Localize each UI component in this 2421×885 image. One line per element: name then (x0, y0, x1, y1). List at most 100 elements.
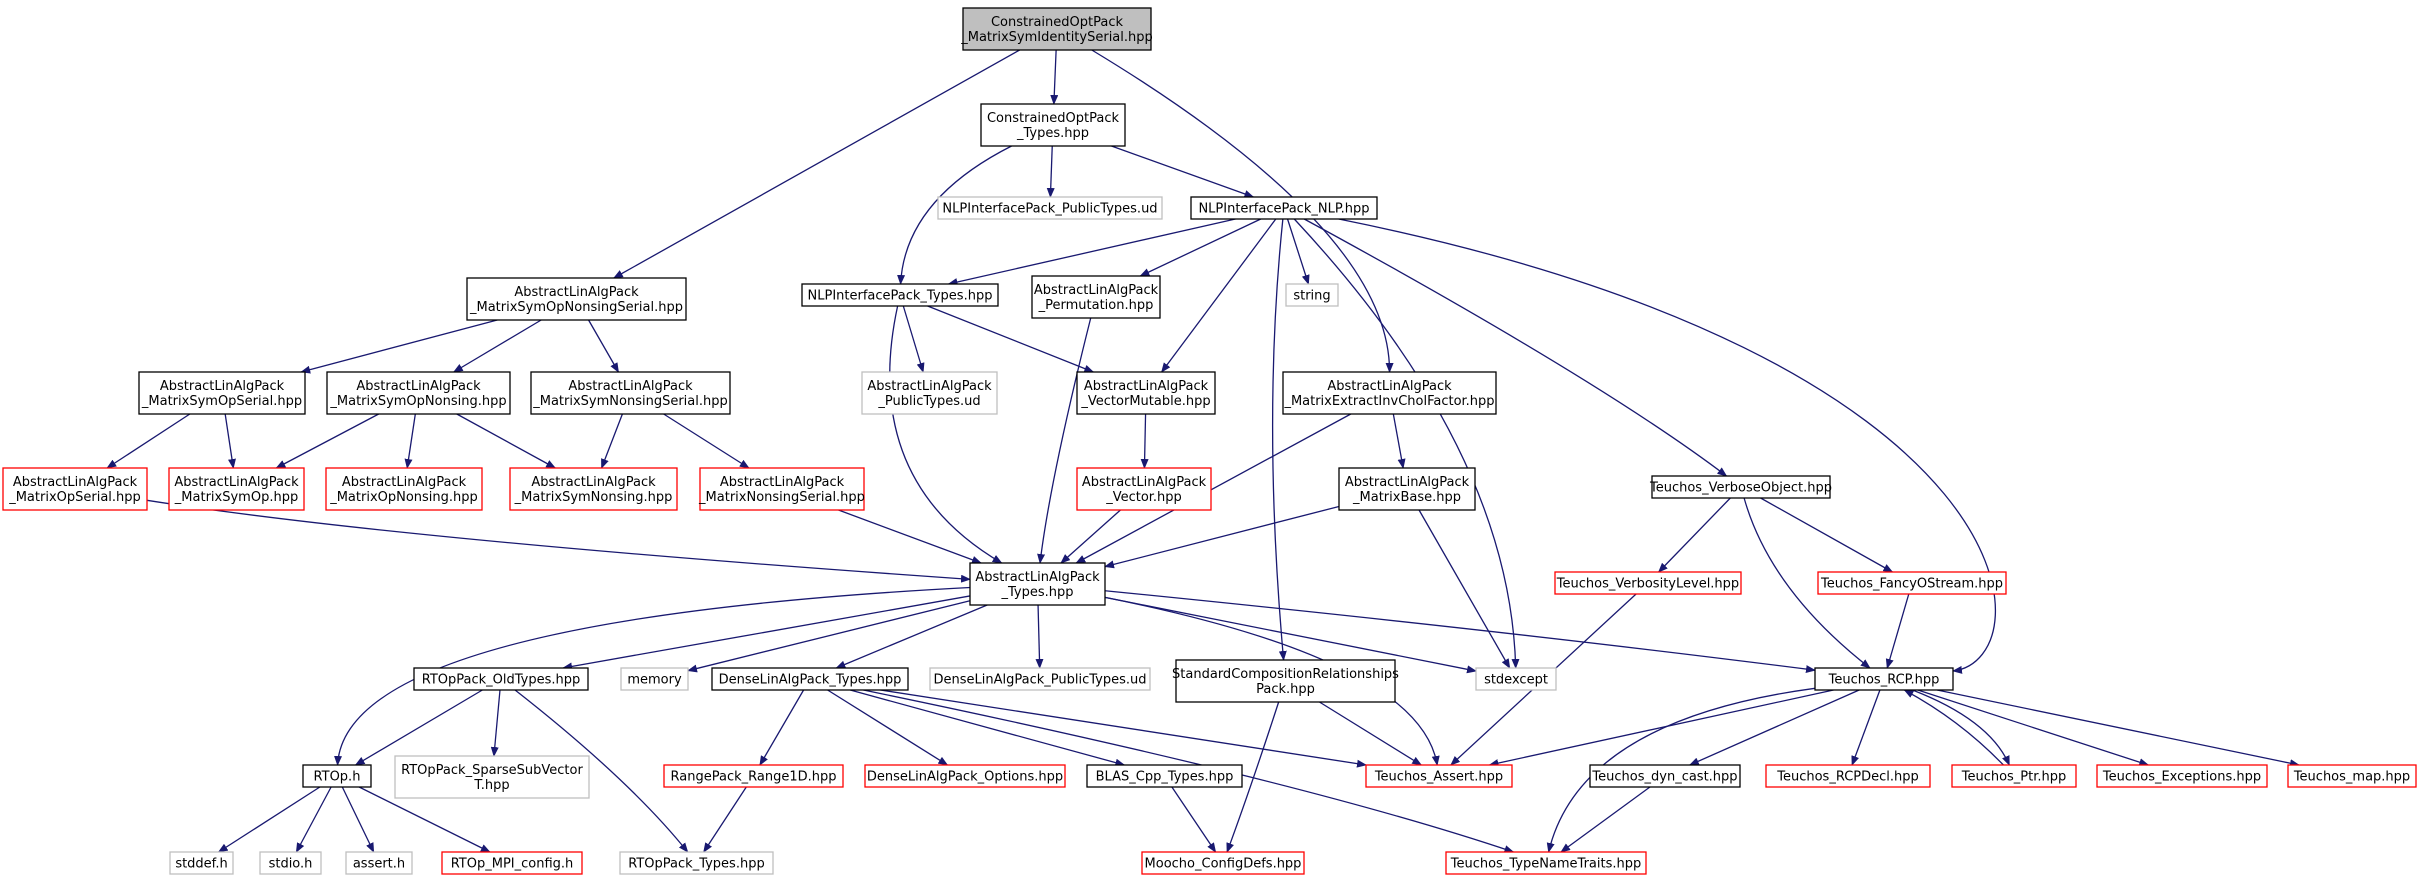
node-rtop_h[interactable]: RTOp.h (302, 764, 372, 788)
edge-teu_rcp-to-teu_ptr (1912, 689, 2010, 766)
edge-ala_perm-to-ala_types (1037, 317, 1092, 564)
edge-copt_types-to-nlp_types (897, 145, 1012, 285)
node-box (259, 851, 322, 875)
node-ala_mnonsser[interactable]: AbstractLinAlgPack_MatrixNonsingSerial.h… (698, 467, 865, 511)
edge-ala_meicf-to-ala_types (1075, 413, 1352, 564)
node-rp_range[interactable]: RangePack_Range1D.hpp (663, 764, 844, 788)
node-moocho[interactable]: Moocho_ConfigDefs.hpp (1141, 851, 1305, 875)
node-box (937, 196, 1163, 220)
node-box (2287, 764, 2417, 788)
node-teu_verb[interactable]: Teuchos_VerboseObject.hpp (1649, 475, 1832, 499)
node-copt_types[interactable]: ConstrainedOptPack_Types.hpp (980, 103, 1126, 147)
node-box (1814, 667, 1954, 691)
node-box (969, 562, 1106, 606)
edge-teu_rcp-to-teu_dyn (1688, 689, 1860, 766)
node-label: NLPInterfacePack_NLP.hpp (1198, 202, 1369, 217)
node-teu_tnt[interactable]: Teuchos_TypeNameTraits.hpp (1445, 851, 1647, 875)
node-ala_mso_ser[interactable]: AbstractLinAlgPack_MatrixSymOpSerial.hpp (138, 371, 306, 415)
node-label: RTOp.h (314, 770, 361, 785)
node-label: Teuchos_RCP.hpp (1828, 673, 1940, 688)
node-ala_vecmut[interactable]: AbstractLinAlgPack_VectorMutable.hpp (1076, 371, 1216, 415)
edge-teu_fos-to-teu_rcp (1885, 593, 1910, 669)
node-teu_rcp[interactable]: Teuchos_RCP.hpp (1814, 667, 1954, 691)
edge-ala_mbase-to-ala_types (1104, 505, 1340, 569)
node-ala_perm[interactable]: AbstractLinAlgPack_Permutation.hpp (1031, 275, 1161, 319)
node-ala_msymop[interactable]: AbstractLinAlgPack_MatrixSymOp.hpp (168, 467, 305, 511)
node-label: _Types.hpp (1000, 585, 1073, 600)
node-label: AbstractLinAlgPack (342, 475, 467, 490)
edge-ala_meicf-to-ala_mbase (1392, 413, 1406, 469)
node-label: AbstractLinAlgPack (975, 570, 1100, 585)
node-label: Pack.hpp (1256, 682, 1315, 697)
edge-rtop_old-to-rtop_types (514, 689, 689, 853)
node-label: _Types.hpp (1016, 126, 1089, 141)
edge-root-to-ala_meicf (1091, 49, 1394, 373)
node-teu_map[interactable]: Teuchos_map.hpp (2287, 764, 2417, 788)
node-box (1765, 764, 1931, 788)
node-box (466, 277, 687, 321)
node-teu_dyn[interactable]: Teuchos_dyn_cast.hpp (1589, 764, 1741, 788)
node-ala_msonons[interactable]: AbstractLinAlgPack_MatrixSymOpNonsing.hp… (326, 371, 511, 415)
node-label: Teuchos_VerbosityLevel.hpp (1556, 577, 1739, 592)
edge-rtop_old-to-rtop_sparse (490, 689, 501, 757)
node-teu_assert[interactable]: Teuchos_Assert.hpp (1365, 764, 1513, 788)
node-ala_mbase[interactable]: AbstractLinAlgPack_MatrixBase.hpp (1338, 467, 1476, 511)
edge-copt_types-to-nlp_pub (1046, 145, 1055, 198)
node-box (980, 103, 1126, 147)
node-nlp_nlp[interactable]: NLPInterfacePack_NLP.hpp (1190, 196, 1378, 220)
edge-nlp_nlp-to-ala_perm (1139, 218, 1262, 277)
node-ala_msons[interactable]: AbstractLinAlgPack_MatrixSymOpNonsingSer… (466, 277, 687, 321)
node-teu_fos[interactable]: Teuchos_FancyOStream.hpp (1817, 571, 2007, 595)
node-ala_mopnons[interactable]: AbstractLinAlgPack_MatrixOpNonsing.hpp (325, 467, 483, 511)
node-label: AbstractLinAlgPack (174, 475, 299, 490)
edge-rtop_h-to-assert (341, 786, 375, 853)
node-box (861, 371, 998, 415)
node-ala_types[interactable]: AbstractLinAlgPack_Types.hpp (969, 562, 1106, 606)
node-label: stdexcept (1484, 673, 1548, 688)
node-box (345, 851, 413, 875)
node-root[interactable]: ConstrainedOptPack_MatrixSymIdentitySeri… (960, 7, 1153, 51)
node-label: RTOpPack_Types.hpp (628, 857, 764, 872)
edge-ala_vecmut-to-ala_vector (1140, 413, 1149, 469)
node-box (801, 283, 999, 307)
node-ala_vector[interactable]: AbstractLinAlgPack_Vector.hpp (1076, 467, 1212, 511)
node-label: Teuchos_VerboseObject.hpp (1649, 481, 1832, 496)
edge-ala_vector-to-ala_types (1060, 509, 1121, 564)
node-label: AbstractLinAlgPack (160, 379, 285, 394)
edge-teu_verb-to-teu_vlevel (1657, 497, 1731, 573)
node-blas[interactable]: BLAS_Cpp_Types.hpp (1086, 764, 1243, 788)
edge-dla_types-to-teu_tnt (863, 689, 1515, 853)
node-box (1175, 659, 1396, 703)
node-teu_exc[interactable]: Teuchos_Exceptions.hpp (2096, 764, 2268, 788)
node-ala_msymnons[interactable]: AbstractLinAlgPack_MatrixSymNonsing.hpp (509, 467, 678, 511)
node-label: _MatrixSymOpNonsingSerial.hpp (469, 300, 683, 315)
node-rtop_old[interactable]: RTOpPack_OldTypes.hpp (413, 667, 589, 691)
edge-teu_rcp-to-teu_assert (1488, 689, 1834, 767)
node-label: RangePack_Range1D.hpp (671, 770, 837, 785)
edge-teu_rcp-to-teu_tnt (1546, 687, 1816, 853)
edge-nlp_nlp-to-scr_pack (1271, 218, 1287, 661)
node-ala_meicf[interactable]: AbstractLinAlgPack_MatrixExtractInvCholF… (1282, 371, 1497, 415)
edge-ala_mbase-to-stdexcept (1418, 509, 1511, 669)
node-ala_msnons_ser[interactable]: AbstractLinAlgPack_MatrixSymNonsingSeria… (530, 371, 731, 415)
node-dla_opts[interactable]: DenseLinAlgPack_Options.hpp (864, 764, 1066, 788)
node-label: NLPInterfacePack_Types.hpp (808, 289, 993, 304)
edge-rp_range-to-rtop_types (703, 786, 747, 853)
edge-root-to-ala_msons (613, 49, 1020, 279)
node-teu_ptr[interactable]: Teuchos_Ptr.hpp (1951, 764, 2077, 788)
node-dla_types[interactable]: DenseLinAlgPack_Types.hpp (711, 667, 909, 691)
node-box (1285, 283, 1339, 307)
edge-nlp_types-to-ala_vecmut (927, 305, 1095, 373)
node-label: Teuchos_TypeNameTraits.hpp (1450, 857, 1642, 872)
edge-blas-to-moocho (1171, 786, 1217, 853)
node-teu_vlevel[interactable]: Teuchos_VerbosityLevel.hpp (1554, 571, 1742, 595)
node-ala_pub: AbstractLinAlgPack_PublicTypes.ud (861, 371, 998, 415)
node-rtop_mpi[interactable]: RTOp_MPI_config.h (441, 851, 583, 875)
node-box (1951, 764, 2077, 788)
node-teu_rcpdecl[interactable]: Teuchos_RCPDecl.hpp (1765, 764, 1931, 788)
node-nlp_types[interactable]: NLPInterfacePack_Types.hpp (801, 283, 999, 307)
node-label: NLPInterfacePack_PublicTypes.ud (942, 202, 1157, 217)
node-ala_mopser[interactable]: AbstractLinAlgPack_MatrixOpSerial.hpp (2, 467, 148, 511)
